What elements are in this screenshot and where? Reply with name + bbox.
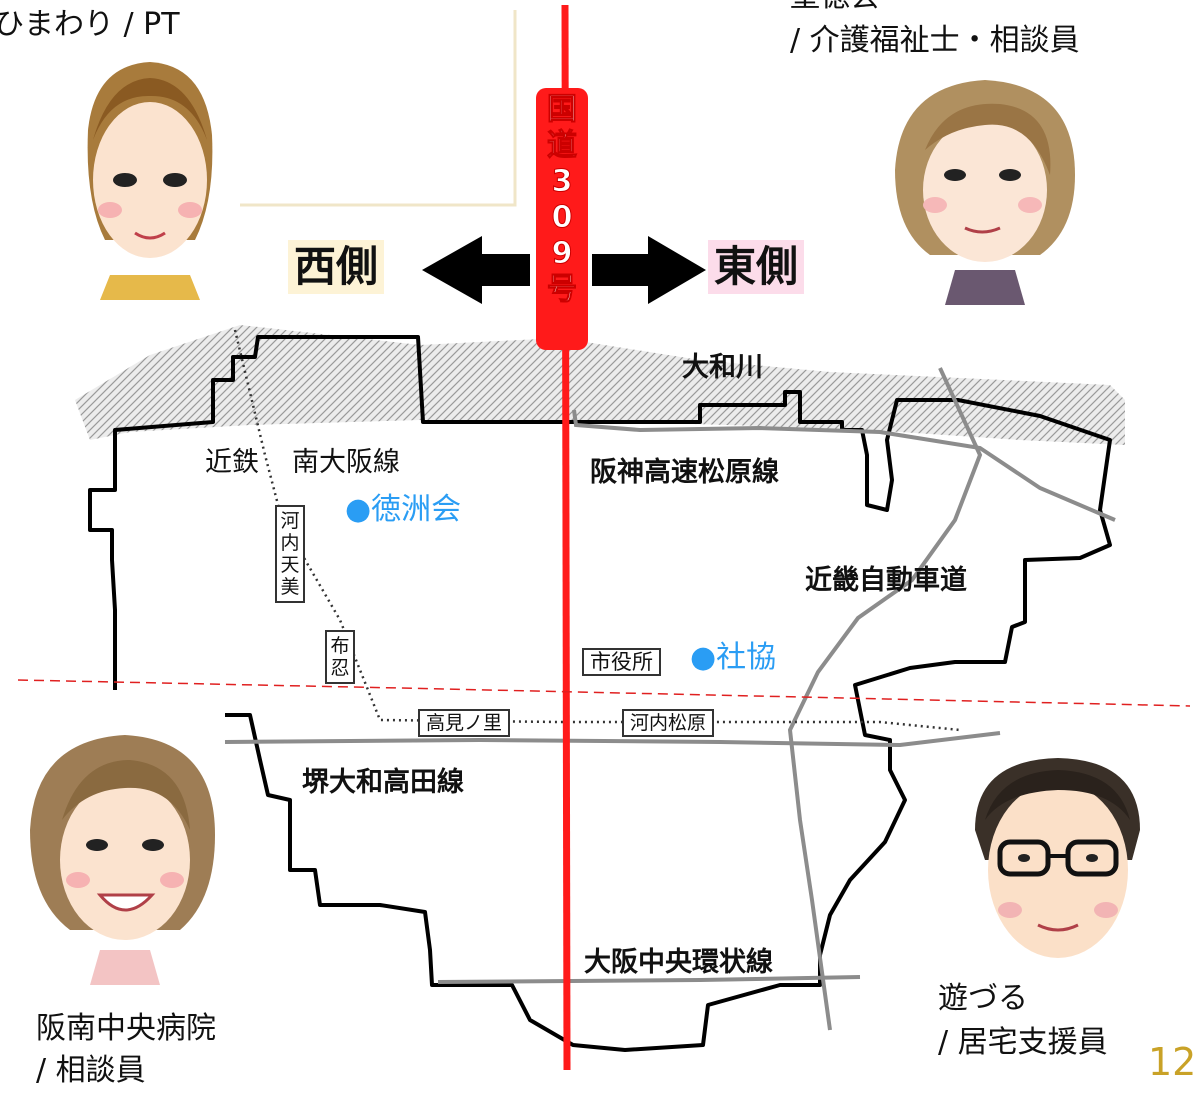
hannan-caption-line1: 阪南中央病院 [36, 1011, 216, 1046]
kintetsu-label: 近鉄 [205, 447, 259, 478]
station-takaminosato: 高見ノ里 [418, 709, 511, 737]
city-boundary [88, 335, 1112, 1052]
east-arrow-icon [592, 236, 706, 304]
page-number: 12 [1148, 1040, 1197, 1084]
hanshin-expressway-label: 阪神高速松原線 [590, 457, 779, 488]
minami-osaka-line-label: 南大阪線 [292, 447, 400, 478]
hannan-caption-line2: / 相談員 [36, 1053, 146, 1088]
asobizuru-caption-line1: 遊づる [938, 981, 1028, 1016]
kinki-expressway-label: 近畿自動車道 [805, 565, 967, 596]
asobizuru-caption-line2: / 居宅支援員 [938, 1025, 1108, 1060]
tokushukai-marker: ●徳洲会 [345, 492, 462, 527]
himawari-caption: ひまわり / PT [0, 7, 180, 42]
yamato-river [75, 325, 1125, 445]
west-arrow-icon [422, 236, 530, 304]
frame-line [240, 10, 517, 207]
hanshin-expressway-line [572, 409, 1116, 522]
sakai-yamato-takada-line [224, 731, 1001, 748]
kintetsu-railway [233, 329, 961, 732]
route-309-badge [536, 88, 588, 350]
seitoku-caption-line2: / 介護福祉士・相談員 [790, 23, 1080, 58]
city-hall-label: 市役所 [582, 648, 661, 676]
shakyo-marker: ●社協 [690, 640, 777, 675]
kinki-expressway-line [787, 367, 983, 1031]
east-label: 東側 [708, 240, 805, 294]
area-divider [17, 679, 1191, 707]
seitoku-caption-line1: 聖徳会 [790, 0, 880, 16]
station-kawachiamami: 河内天美 [275, 505, 305, 603]
route-309-label: 国道309号 [547, 92, 578, 308]
osaka-central-loop-line [437, 975, 861, 984]
asobizuru-portrait [975, 758, 1140, 958]
osaka-central-loop-label: 大阪中央環状線 [584, 947, 773, 978]
seitoku-portrait [895, 80, 1075, 305]
west-label: 西側 [288, 240, 385, 294]
station-fuse: 布忍 [325, 630, 355, 684]
station-kawachimatsubara: 河内松原 [622, 709, 715, 737]
sakai-yamato-takada-label: 堺大和高田線 [302, 767, 464, 798]
himawari-portrait [87, 62, 213, 300]
yamato-river-label: 大和川 [682, 352, 763, 383]
hannan-portrait [30, 735, 215, 985]
